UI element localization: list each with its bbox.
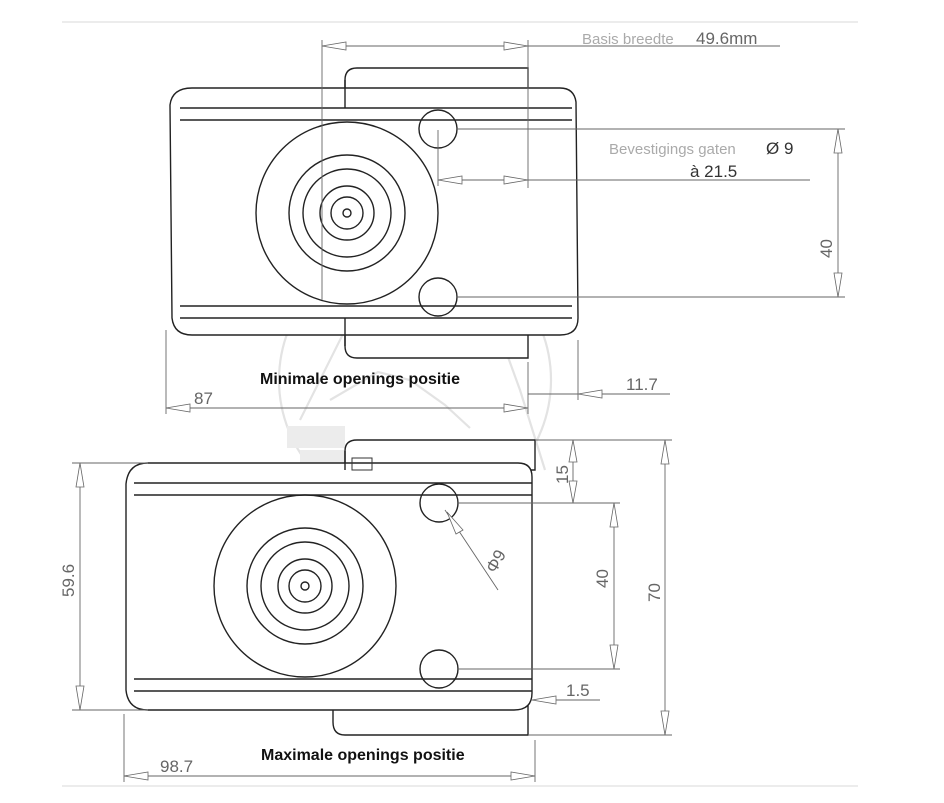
- max-total-height-dim: 70: [645, 583, 664, 602]
- max-hole-spacing-dim: 40: [593, 569, 612, 588]
- mounting-holes-diameter: Ø 9: [766, 139, 793, 158]
- max-caption: Maximale openings positie: [261, 747, 465, 764]
- min-offset-dim: 11.7: [626, 375, 658, 394]
- top-hole-spacing-dim: 40: [817, 239, 836, 258]
- bottom-view-body: [125, 462, 533, 711]
- base-width-caption: Basis breedte: [582, 31, 674, 48]
- top-view: [169, 67, 579, 359]
- max-width-dim: 98.7: [160, 757, 193, 776]
- bottom-view-dimensions: [72, 439, 672, 782]
- mounting-holes-spacing: à 21.5: [690, 162, 737, 181]
- top-view-dimensions: [165, 40, 845, 414]
- max-height-dim: 59.6: [59, 564, 78, 597]
- base-width-value: 49.6mm: [696, 29, 757, 48]
- mounting-holes-caption: Bevestigings gaten: [609, 141, 736, 158]
- max-top-offset-dim: 15: [553, 465, 572, 484]
- min-caption: Minimale openings positie: [260, 371, 460, 388]
- top-view-lens-outer: [255, 121, 439, 305]
- min-width-dim: 87: [194, 389, 213, 408]
- bottom-view-lens-outer: [213, 494, 397, 678]
- bottom-view: [125, 439, 536, 736]
- max-bottom-offset-dim: 1.5: [566, 681, 590, 700]
